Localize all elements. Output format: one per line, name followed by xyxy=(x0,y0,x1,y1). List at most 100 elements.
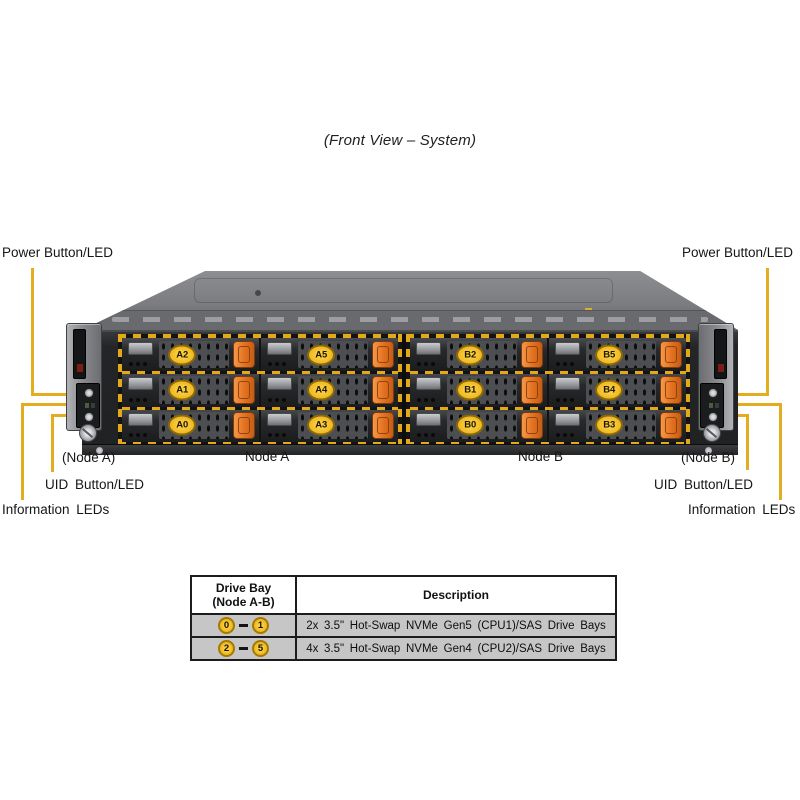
bay-range-cell: 0 1 xyxy=(192,613,295,636)
table-header-description: Description xyxy=(295,577,615,613)
drive-tray-b4: B4 xyxy=(549,373,686,407)
tray-latch-handle xyxy=(660,411,682,439)
bay-id-label: B5 xyxy=(595,344,624,366)
callout-line-info-left-elbow xyxy=(21,403,84,406)
hazard-border xyxy=(406,334,690,338)
callout-line-uid-right xyxy=(746,414,749,470)
drive-tray-a2: A2 xyxy=(122,338,259,372)
tray-latch-handle xyxy=(233,376,255,404)
drive-tray-a3: A3 xyxy=(261,408,398,442)
chassis-front-face: A2 A5 A1 xyxy=(82,330,738,455)
callout-line-info-left xyxy=(21,403,24,500)
label-node-a-ear: (Node A) xyxy=(62,450,116,465)
drive-tray-b0: B0 xyxy=(410,408,547,442)
description-cell: 4x 3.5" Hot-Swap NVMe Gen4 (CPU2)/SAS Dr… xyxy=(295,636,615,659)
top-cover-screw-icon xyxy=(255,290,261,296)
bay-range-cell: 2 5 xyxy=(192,636,295,659)
server-chassis: A2 A5 A1 xyxy=(58,271,742,455)
callout-line-info-right xyxy=(779,403,782,500)
tray-activity-leds xyxy=(129,362,147,367)
tray-release-button xyxy=(267,412,292,426)
tray-release-button xyxy=(555,342,580,355)
tray-activity-leds xyxy=(556,362,574,367)
bay-id-label: B2 xyxy=(456,344,485,366)
tray-latch-handle xyxy=(660,376,682,404)
figure-title: (Front View – System) xyxy=(323,132,477,149)
range-dash xyxy=(239,647,248,650)
hazard-row-divider xyxy=(122,370,398,374)
node-a-bay-group: A2 A5 A1 xyxy=(118,334,402,446)
hazard-row-divider xyxy=(410,370,686,374)
tray-latch-handle xyxy=(372,341,394,369)
bay-id-label: A1 xyxy=(168,379,197,401)
tray-release-button xyxy=(416,412,441,426)
hazard-border xyxy=(118,334,402,338)
bay-id-label: A4 xyxy=(307,379,336,401)
tray-release-button xyxy=(555,412,580,426)
label-node-a: Node A xyxy=(245,449,290,464)
information-leds-icon xyxy=(709,403,719,408)
tray-activity-leds xyxy=(417,362,435,367)
drive-tray-b3: B3 xyxy=(549,408,686,442)
tray-latch-handle xyxy=(233,411,255,439)
tray-release-button xyxy=(555,377,580,391)
rack-ear-node-b xyxy=(696,321,740,455)
brand-badge xyxy=(73,329,86,379)
description-cell: 2x 3.5" Hot-Swap NVMe Gen5 (CPU1)/SAS Dr… xyxy=(295,613,615,636)
bay-id-label: A2 xyxy=(168,344,197,366)
callout-line-info-right-elbow xyxy=(716,403,782,406)
tray-activity-leds xyxy=(417,397,435,402)
control-panel-node-a xyxy=(76,383,100,428)
tray-release-button xyxy=(128,342,153,355)
hazard-border xyxy=(398,334,402,446)
rack-ear-node-a xyxy=(60,321,104,455)
label-power-left: Power Button/LED xyxy=(2,245,114,260)
tray-latch-handle xyxy=(521,376,543,404)
tray-activity-leds xyxy=(268,362,286,367)
bay-id-label: B4 xyxy=(595,379,624,401)
drive-tray-b2: B2 xyxy=(410,338,547,372)
drive-tray-a5: A5 xyxy=(261,338,398,372)
hazard-border xyxy=(406,334,410,446)
tray-latch-handle xyxy=(372,376,394,404)
tray-activity-leds xyxy=(129,432,147,437)
control-panel-node-b xyxy=(700,383,724,428)
tray-latch-handle xyxy=(660,341,682,369)
information-leds-icon xyxy=(85,403,95,408)
range-dash xyxy=(239,624,248,627)
tray-activity-leds xyxy=(417,432,435,437)
label-node-b-ear: (Node B) xyxy=(681,450,736,465)
tray-activity-leds xyxy=(556,397,574,402)
drive-bay-table: Drive Bay (Node A-B) Description 0 1 2x … xyxy=(190,575,617,661)
top-cover-front-band xyxy=(82,310,738,330)
rail-screw-icon xyxy=(96,447,103,454)
label-uid-left: UID Button/LED xyxy=(45,477,145,492)
callout-line-power-right-elbow xyxy=(712,393,769,396)
table-row: 2 5 4x 3.5" Hot-Swap NVMe Gen4 (CPU2)/SA… xyxy=(192,636,615,659)
bay-number-badge: 0 xyxy=(218,617,235,634)
drive-tray-a0: A0 xyxy=(122,408,259,442)
bay-id-label: B3 xyxy=(595,414,624,436)
hazard-row-divider xyxy=(410,406,686,410)
tray-release-button xyxy=(267,342,292,355)
table-row: 0 1 2x 3.5" Hot-Swap NVMe Gen5 (CPU1)/SA… xyxy=(192,613,615,636)
hazard-row-divider xyxy=(122,406,398,410)
tray-activity-leds xyxy=(129,397,147,402)
node-b-bay-group: B2 B5 B1 xyxy=(406,334,690,446)
bay-number-badge: 2 xyxy=(218,640,235,657)
hazard-border xyxy=(118,334,122,446)
bay-id-label: A5 xyxy=(307,344,336,366)
hazard-border xyxy=(686,334,690,446)
callout-line-power-left xyxy=(31,268,34,396)
bay-id-label: B0 xyxy=(456,414,485,436)
tray-activity-leds xyxy=(556,432,574,437)
label-uid-right: UID Button/LED xyxy=(654,477,754,492)
drive-tray-a4: A4 xyxy=(261,373,398,407)
bay-id-label: B1 xyxy=(456,379,485,401)
chassis-top-cover xyxy=(82,271,738,330)
callout-line-power-right xyxy=(766,268,769,396)
tray-release-button xyxy=(128,377,153,391)
power-button-icon xyxy=(84,388,94,398)
bay-id-label: A3 xyxy=(307,414,336,436)
callout-line-power-left-elbow xyxy=(31,393,88,396)
